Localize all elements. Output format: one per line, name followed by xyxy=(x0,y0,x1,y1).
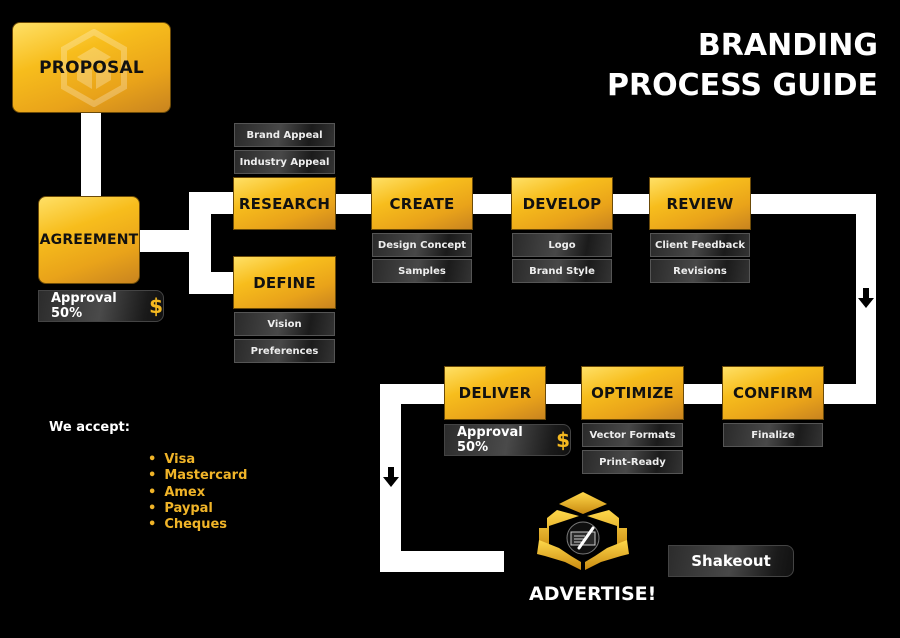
substep-industry-appeal[interactable]: Industry Appeal xyxy=(234,150,335,174)
payment-method: Amex xyxy=(148,485,247,501)
payment-method: Cheques xyxy=(148,517,247,533)
payment-label: We accept: xyxy=(49,420,130,435)
connector-branch-vertical xyxy=(189,192,211,294)
shakeout-button[interactable]: Shakeout xyxy=(668,545,794,577)
payment-methods-list: Visa Mastercard Amex Paypal Cheques xyxy=(148,452,247,533)
connector-branch-research xyxy=(189,192,235,214)
substep-label: Industry Appeal xyxy=(239,156,330,168)
substep-design-concept[interactable]: Design Concept xyxy=(372,233,472,257)
step-optimize[interactable]: OPTIMIZE xyxy=(581,366,684,420)
substep-label: Logo xyxy=(548,239,576,251)
title-line-2: PROCESS GUIDE xyxy=(607,68,878,103)
substep-vector-formats[interactable]: Vector Formats xyxy=(582,423,683,447)
page-title: BRANDING PROCESS GUIDE xyxy=(607,26,878,106)
substep-label: Finalize xyxy=(751,429,795,441)
substep-label: Client Feedback xyxy=(655,239,745,251)
step-confirm[interactable]: CONFIRM xyxy=(722,366,824,420)
payment-method: Paypal xyxy=(148,501,247,517)
substep-preferences[interactable]: Preferences xyxy=(234,339,335,363)
substep-label: Vector Formats xyxy=(589,429,676,441)
step-create[interactable]: CREATE xyxy=(371,177,473,230)
substep-vision[interactable]: Vision xyxy=(234,312,335,336)
substep-finalize[interactable]: Finalize xyxy=(723,423,823,447)
substep-label: Brand Appeal xyxy=(246,129,323,141)
substep-label: Vision xyxy=(267,318,302,330)
step-agreement-label: AGREEMENT xyxy=(39,232,139,248)
substep-print-ready[interactable]: Print-Ready xyxy=(582,450,683,474)
substep-client-feedback[interactable]: Client Feedback xyxy=(650,233,750,257)
substep-logo[interactable]: Logo xyxy=(512,233,612,257)
step-review[interactable]: REVIEW xyxy=(649,177,751,230)
approval-deliver: Approval 50% $ xyxy=(444,424,571,456)
step-develop[interactable]: DEVELOP xyxy=(511,177,613,230)
step-define-label: DEFINE xyxy=(253,273,316,292)
connector-agreement-branch xyxy=(140,230,191,252)
title-line-1: BRANDING xyxy=(697,28,878,63)
approval-agreement-label: Approval 50% xyxy=(51,291,117,321)
substep-label: Preferences xyxy=(250,345,319,357)
step-define[interactable]: DEFINE xyxy=(233,256,336,309)
shakeout-label: Shakeout xyxy=(691,552,771,570)
step-review-label: REVIEW xyxy=(666,194,734,213)
step-deliver[interactable]: DELIVER xyxy=(444,366,546,420)
arrow-down-icon xyxy=(858,288,874,314)
substep-revisions[interactable]: Revisions xyxy=(650,259,750,283)
substep-brand-appeal[interactable]: Brand Appeal xyxy=(234,123,335,147)
connector-to-advertise xyxy=(380,551,504,572)
approval-agreement: Approval 50% $ xyxy=(38,290,164,322)
step-deliver-label: DELIVER xyxy=(458,384,532,402)
dollar-icon: $ xyxy=(149,294,163,318)
connector-branch-define xyxy=(189,272,235,294)
step-confirm-label: CONFIRM xyxy=(732,384,814,402)
substep-label: Design Concept xyxy=(377,239,467,251)
connector-proposal-agreement xyxy=(81,112,101,198)
step-research[interactable]: RESEARCH xyxy=(233,177,336,230)
substep-samples[interactable]: Samples xyxy=(372,259,472,283)
substep-brand-style[interactable]: Brand Style xyxy=(512,259,612,283)
box-icon xyxy=(61,29,127,107)
step-create-label: CREATE xyxy=(389,194,455,213)
substep-label: Brand Style xyxy=(529,265,595,277)
payment-method: Visa xyxy=(148,452,247,468)
substep-label: Revisions xyxy=(673,265,727,277)
step-research-label: RESEARCH xyxy=(238,194,331,213)
step-agreement[interactable]: AGREEMENT xyxy=(38,196,140,284)
approval-deliver-label: Approval 50% xyxy=(457,425,523,455)
substep-label: Print-Ready xyxy=(599,456,666,468)
advertise-emblem-icon xyxy=(535,492,631,578)
substep-label: Samples xyxy=(398,265,446,277)
step-develop-label: DEVELOP xyxy=(522,194,602,213)
step-proposal-label: PROPOSAL xyxy=(39,57,144,78)
step-advertise[interactable]: ADVERTISE! xyxy=(529,583,657,605)
payment-method: Mastercard xyxy=(148,468,247,484)
step-optimize-label: OPTIMIZE xyxy=(591,384,674,402)
dollar-icon: $ xyxy=(556,428,570,452)
arrow-down-icon xyxy=(383,467,399,493)
step-proposal[interactable]: PROPOSAL xyxy=(12,22,171,113)
